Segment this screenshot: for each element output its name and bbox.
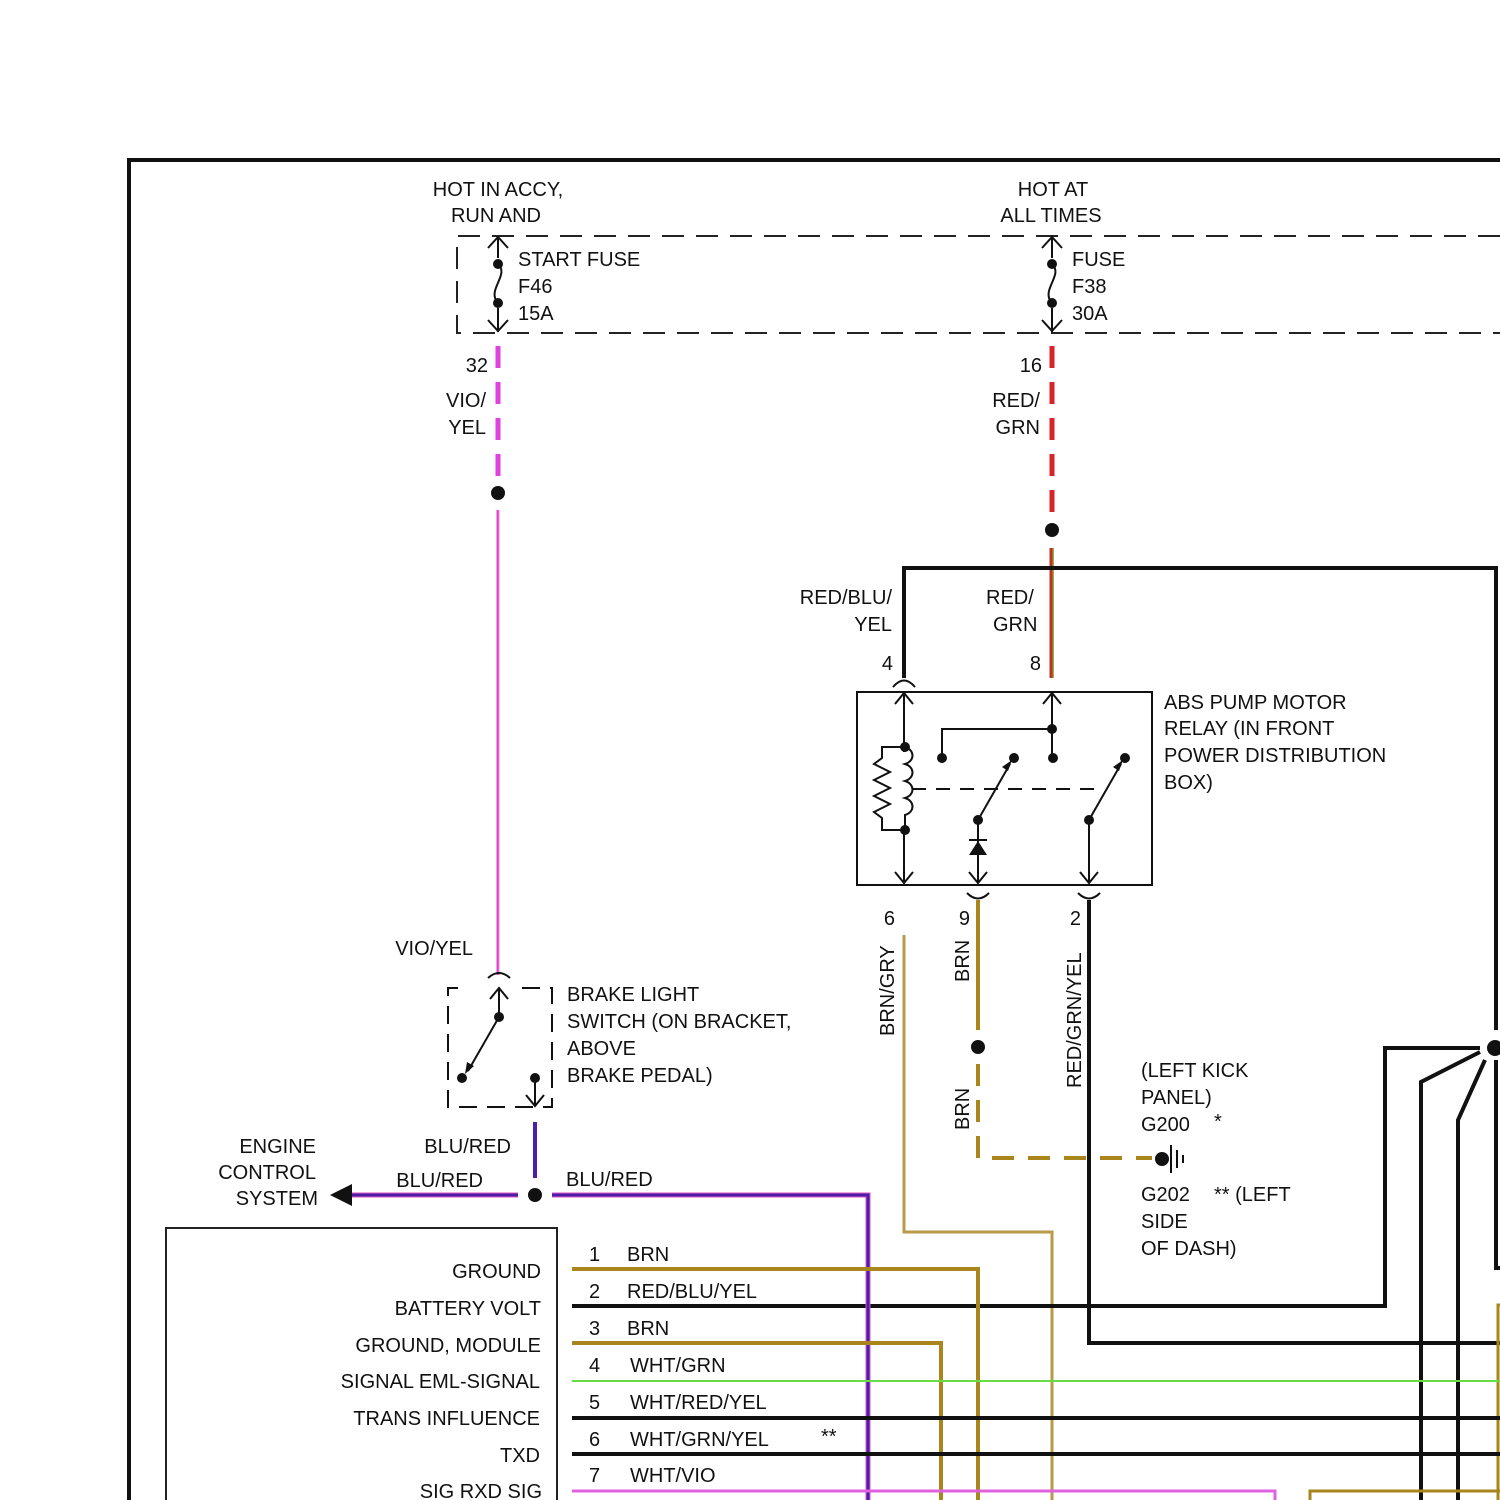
relay-label-3: POWER DISTRIBUTION (1164, 745, 1386, 767)
splice-point (1045, 523, 1059, 537)
g200-location-1: (LEFT KICK (1141, 1060, 1249, 1082)
wire-red-blu-yel-top (902, 566, 1498, 1030)
right-power-heading-1: HOT AT (1018, 179, 1088, 201)
engine-control-label-3: SYSTEM (236, 1188, 318, 1210)
splice-point (491, 486, 505, 500)
wire-brn-dashed (976, 1064, 1152, 1160)
abs-module-outline (165, 1227, 558, 1500)
brake-switch-label-1: BRAKE LIGHT (567, 984, 699, 1006)
wire-vio-yel-label-2: YEL (448, 417, 486, 439)
wire-ground-fan-1 (1419, 1050, 1481, 1500)
wire-brn-gry-label: BRN/GRY (877, 945, 899, 1036)
wire-blu-red-module (552, 1193, 870, 1500)
start-fuse-name: START FUSE (518, 249, 640, 271)
ecs-wire-label: BLU/RED (396, 1170, 483, 1192)
wire-red-grn-yel-label: RED/GRN/YEL (1064, 952, 1086, 1088)
wire-brn-lower-label: BRN (952, 1088, 974, 1130)
arrow-left-icon (330, 1184, 352, 1206)
module-feed-wire-label: BLU/RED (566, 1169, 653, 1191)
relay-pin-6: 6 (884, 908, 895, 930)
pin-32-label: 32 (466, 355, 488, 377)
pin-number-6: 6 (589, 1429, 600, 1451)
engine-control-label-1: ENGINE (239, 1136, 316, 1158)
left-power-heading-2: RUN AND (451, 205, 541, 227)
brake-switch-label-3: ABOVE (567, 1038, 636, 1060)
relay-label-2: RELAY (IN FRONT (1164, 718, 1334, 740)
fuse-box-outline (456, 235, 1500, 334)
wire-brn-label: BRN (952, 940, 974, 982)
pin-16-label: 16 (1020, 355, 1042, 377)
right-power-heading-2: ALL TIMES (1000, 205, 1101, 227)
relay-label-1: ABS PUMP MOTOR (1164, 692, 1347, 714)
brake-switch-label-4: BRAKE PEDAL) (567, 1065, 713, 1087)
g202-location-3: OF DASH) (1141, 1238, 1237, 1260)
pin-mark-6: ** (821, 1426, 837, 1448)
g202-id: G202 (1141, 1184, 1190, 1206)
pin-number-3: 3 (589, 1318, 600, 1340)
pin4-wire-label-1: RED/BLU/ (800, 587, 893, 609)
diagram-frame (127, 158, 1500, 1500)
relay-pin-4: 4 (882, 653, 893, 675)
pin-wire-2: RED/BLU/YEL (627, 1281, 757, 1303)
pin-number-2: 2 (589, 1281, 600, 1303)
left-power-heading-1: HOT IN ACCY, (433, 179, 563, 201)
pin-wire-5: WHT/RED/YEL (630, 1392, 767, 1414)
relay-pin-8: 8 (1030, 653, 1041, 675)
pin-function-6: TXD (500, 1445, 540, 1467)
pin-wire-7: WHT/VIO (630, 1465, 716, 1487)
module-pin-list: GROUND 1 BRN BATTERY VOLT 2 RED/BLU/YEL … (341, 1244, 837, 1500)
pin8-wire-label-2: GRN (993, 614, 1037, 636)
g200-location-2: PANEL) (1141, 1087, 1212, 1109)
wire-pin1-brn (572, 1267, 980, 1500)
splice-point (528, 1188, 542, 1202)
abs-pump-motor-relay (856, 691, 1153, 886)
wire-pin7-wht-vio (572, 1489, 1277, 1500)
engine-control-label-2: CONTROL (218, 1162, 316, 1184)
pin-number-4: 4 (589, 1355, 600, 1377)
pin-wire-6: WHT/GRN/YEL (630, 1429, 769, 1451)
pin-function-1: GROUND (452, 1261, 541, 1283)
pin-function-5: TRANS INFLUENCE (353, 1408, 540, 1430)
g202-location-2: SIDE (1141, 1211, 1188, 1233)
ground-icon (1155, 1145, 1184, 1173)
pin-function-2: BATTERY VOLT (395, 1298, 541, 1320)
brake-switch-label-2: SWITCH (ON BRACKET, (567, 1011, 791, 1033)
relay-pin-2: 2 (1070, 908, 1081, 930)
wire-red-grn-label-1: RED/ (992, 390, 1040, 412)
g200-id: G200 (1141, 1114, 1190, 1136)
pin-number-5: 5 (589, 1392, 600, 1414)
pin-function-3: GROUND, MODULE (355, 1335, 541, 1357)
wire-vio-yel-label-1: VIO/ (446, 390, 486, 412)
pin-wire-4: WHT/GRN (630, 1355, 726, 1377)
wire-red-grn-label-2: GRN (996, 417, 1040, 439)
start-fuse-rating: 15A (518, 303, 554, 325)
fuse-f38-id: F38 (1072, 276, 1106, 298)
relay-pin-9: 9 (959, 908, 970, 930)
fuse-f38 (1041, 235, 1063, 333)
splice-point (971, 1040, 985, 1054)
brake-switch-input-wire: VIO/YEL (395, 938, 473, 960)
splice-point (1487, 1040, 1500, 1056)
start-fuse-f46 (487, 235, 509, 333)
fuse-f38-rating: 30A (1072, 303, 1108, 325)
wire-red-grn-yel (1087, 900, 1500, 1345)
pin-function-4: SIGNAL EML-SIGNAL (341, 1371, 540, 1393)
wire-ground-fan-2 (1456, 1059, 1487, 1500)
pin8-wire-label-1: RED/ (986, 587, 1034, 609)
wire-brn-gry (902, 935, 1054, 1500)
pin-wire-3: BRN (627, 1318, 669, 1340)
relay-label-4: BOX) (1164, 772, 1213, 794)
pin-wire-1: BRN (627, 1244, 669, 1266)
pin-number-1: 1 (589, 1244, 600, 1266)
g202-mark: ** (LEFT (1214, 1184, 1291, 1206)
brake-switch-output-wire: BLU/RED (424, 1136, 511, 1158)
pin4-wire-label-2: YEL (854, 614, 892, 636)
wire-pin3-brn (572, 1341, 943, 1500)
pin-number-7: 7 (589, 1465, 600, 1487)
pin-function-7: SIG RXD SIG (420, 1481, 542, 1500)
fuse-f38-name: FUSE (1072, 249, 1125, 271)
g200-mark: * (1214, 1111, 1222, 1133)
start-fuse-id: F46 (518, 276, 552, 298)
brake-light-switch[interactable] (447, 986, 553, 1108)
